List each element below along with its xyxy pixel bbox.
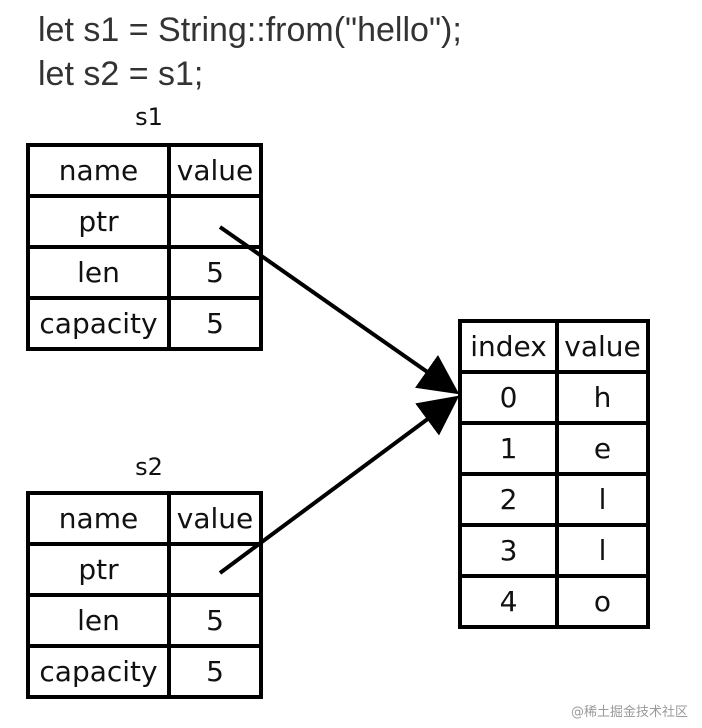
heap-row: 0 h <box>458 370 650 425</box>
s2-label: s2 <box>135 453 163 481</box>
s1-len-name: len <box>26 245 171 300</box>
code-line-1: let s1 = String::from("hello"); <box>38 11 462 49</box>
heap-value: o <box>555 574 650 629</box>
s2-row-ptr: ptr <box>26 542 263 597</box>
s2-header-value: value <box>167 491 263 546</box>
s2-row-capacity: capacity 5 <box>26 644 263 699</box>
s2-len-name: len <box>26 593 171 648</box>
heap-header-index: index <box>458 319 559 374</box>
heap-index: 4 <box>458 574 559 629</box>
heap-value: h <box>555 370 650 425</box>
heap-row: 4 o <box>458 574 650 629</box>
heap-index: 2 <box>458 472 559 527</box>
s1-ptr-arrow <box>218 225 460 395</box>
s1-len-value: 5 <box>167 245 263 300</box>
s1-row-len: len 5 <box>26 245 263 300</box>
s2-ptr-name: ptr <box>26 542 171 597</box>
s2-stack-table: name value ptr len 5 capacity 5 <box>26 491 263 699</box>
s2-capacity-name: capacity <box>26 644 171 699</box>
s2-capacity-value: 5 <box>167 644 263 699</box>
heap-header-row: index value <box>458 319 650 374</box>
heap-index: 3 <box>458 523 559 578</box>
heap-value: e <box>555 421 650 476</box>
s1-ptr-value <box>167 194 263 249</box>
heap-value: l <box>555 523 650 578</box>
s1-capacity-value: 5 <box>167 296 263 351</box>
s1-row-ptr: ptr <box>26 194 263 249</box>
s1-ptr-name: ptr <box>26 194 171 249</box>
s1-header-row: name value <box>26 143 263 198</box>
s2-row-len: len 5 <box>26 593 263 648</box>
heap-header-value: value <box>555 319 650 374</box>
watermark-text: @稀土掘金技术社区 <box>570 705 688 720</box>
s1-header-name: name <box>26 143 171 198</box>
s1-row-capacity: capacity 5 <box>26 296 263 351</box>
heap-row: 2 l <box>458 472 650 527</box>
heap-index: 0 <box>458 370 559 425</box>
s1-header-value: value <box>167 143 263 198</box>
heap-row: 1 e <box>458 421 650 476</box>
heap-index: 1 <box>458 421 559 476</box>
s2-len-value: 5 <box>167 593 263 648</box>
s2-header-row: name value <box>26 491 263 546</box>
s1-capacity-name: capacity <box>26 296 171 351</box>
heap-value: l <box>555 472 650 527</box>
code-line-2: let s2 = s1; <box>38 55 204 93</box>
s2-ptr-arrow <box>218 395 460 575</box>
s1-label: s1 <box>135 103 163 131</box>
s1-stack-table: name value ptr len 5 capacity 5 <box>26 143 263 351</box>
heap-row: 3 l <box>458 523 650 578</box>
heap-table: index value 0 h 1 e 2 l 3 l 4 o <box>458 319 650 629</box>
s2-header-name: name <box>26 491 171 546</box>
